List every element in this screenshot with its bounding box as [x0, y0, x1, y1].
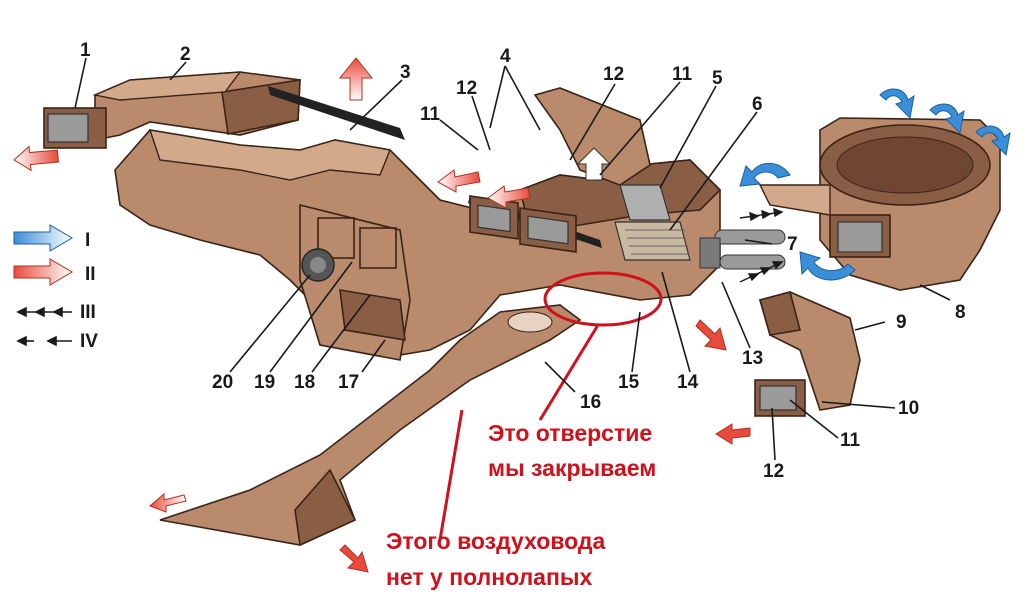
callout-20: 20: [212, 372, 233, 393]
callout-2: 2: [180, 44, 191, 65]
cold-air-arrow: [929, 103, 965, 135]
callout-13: 13: [742, 348, 763, 369]
callout-11-right: 11: [672, 64, 693, 85]
legend-triple-arrow: [16, 306, 72, 318]
callout-4: 4: [500, 46, 511, 67]
callout-17: 17: [338, 372, 359, 393]
heater-pipes: [699, 229, 786, 270]
control-panel: [299, 203, 411, 361]
callout-18: 18: [294, 372, 315, 393]
legend: I II III IV: [13, 224, 98, 352]
callout-6: 6: [752, 94, 763, 115]
hot-air-arrow-up: [338, 57, 374, 101]
legend-label-ii: II: [85, 264, 96, 285]
annotations: Это отверстие мы закрываем Этого воздухо…: [386, 420, 656, 590]
left-vent-grille: [47, 113, 89, 143]
legend-label-iii: III: [80, 302, 96, 323]
cold-air-arrow: [879, 88, 915, 120]
cold-air-arrow: [739, 162, 791, 187]
right-side-duct: [754, 291, 861, 417]
hole-note-line1: Это отверстие: [488, 420, 652, 446]
callout-19: 19: [254, 372, 275, 393]
blower-housing: [758, 117, 1001, 291]
defroster-slot: [268, 86, 405, 140]
hot-air-arrow: [715, 423, 751, 445]
callout-11-side: 11: [840, 430, 861, 451]
cold-air-arrow: [975, 125, 1011, 157]
duct-note-line1: Этого воздуховода: [386, 528, 606, 554]
callout-15: 15: [618, 372, 640, 393]
callout-5: 5: [712, 68, 723, 89]
hot-air-arrow-left: [13, 145, 59, 172]
legend-cold-arrow: [13, 224, 73, 252]
callout-12-left: 12: [456, 78, 477, 99]
duct-note-line2: нет у полнолапых: [386, 564, 593, 590]
callout-11-left: 11: [420, 104, 441, 125]
callout-10: 10: [898, 398, 919, 419]
hot-air-arrow: [149, 492, 187, 513]
hot-air-arrow-down: [695, 319, 727, 351]
hot-air-arrow-down: [339, 544, 369, 573]
hole-marker-ellipse: [543, 271, 663, 327]
callout-12-side: 12: [763, 461, 784, 482]
legend-hot-arrow: [13, 258, 73, 286]
left-side-duct: [43, 71, 301, 149]
hole-pointer-line: [538, 324, 600, 421]
legend-dashed-arrow: [16, 335, 72, 347]
legend-label-iv: IV: [80, 331, 98, 352]
leader-lines: [74, 57, 951, 461]
callout-8: 8: [955, 302, 966, 323]
floor-duct: [159, 304, 582, 547]
hot-air-arrow: [437, 169, 481, 193]
hole-note-line2: мы закрываем: [488, 455, 656, 481]
callout-14: 14: [677, 372, 699, 393]
callout-7: 7: [787, 234, 798, 255]
callout-12-right: 12: [603, 64, 624, 85]
callout-16: 16: [580, 392, 601, 413]
callout-1: 1: [80, 40, 91, 61]
callout-numbers: 1 2 3 4 5 6 7 8 9 10 11 11 11 12 12 12 1…: [80, 40, 966, 482]
cold-air-arrow: [799, 251, 856, 281]
callout-9: 9: [896, 312, 907, 333]
callout-3: 3: [400, 62, 411, 83]
legend-label-i: I: [85, 230, 90, 251]
hot-air-arrow: [487, 185, 531, 209]
duct-pointer-line: [438, 409, 464, 541]
heater-core: [614, 184, 691, 261]
